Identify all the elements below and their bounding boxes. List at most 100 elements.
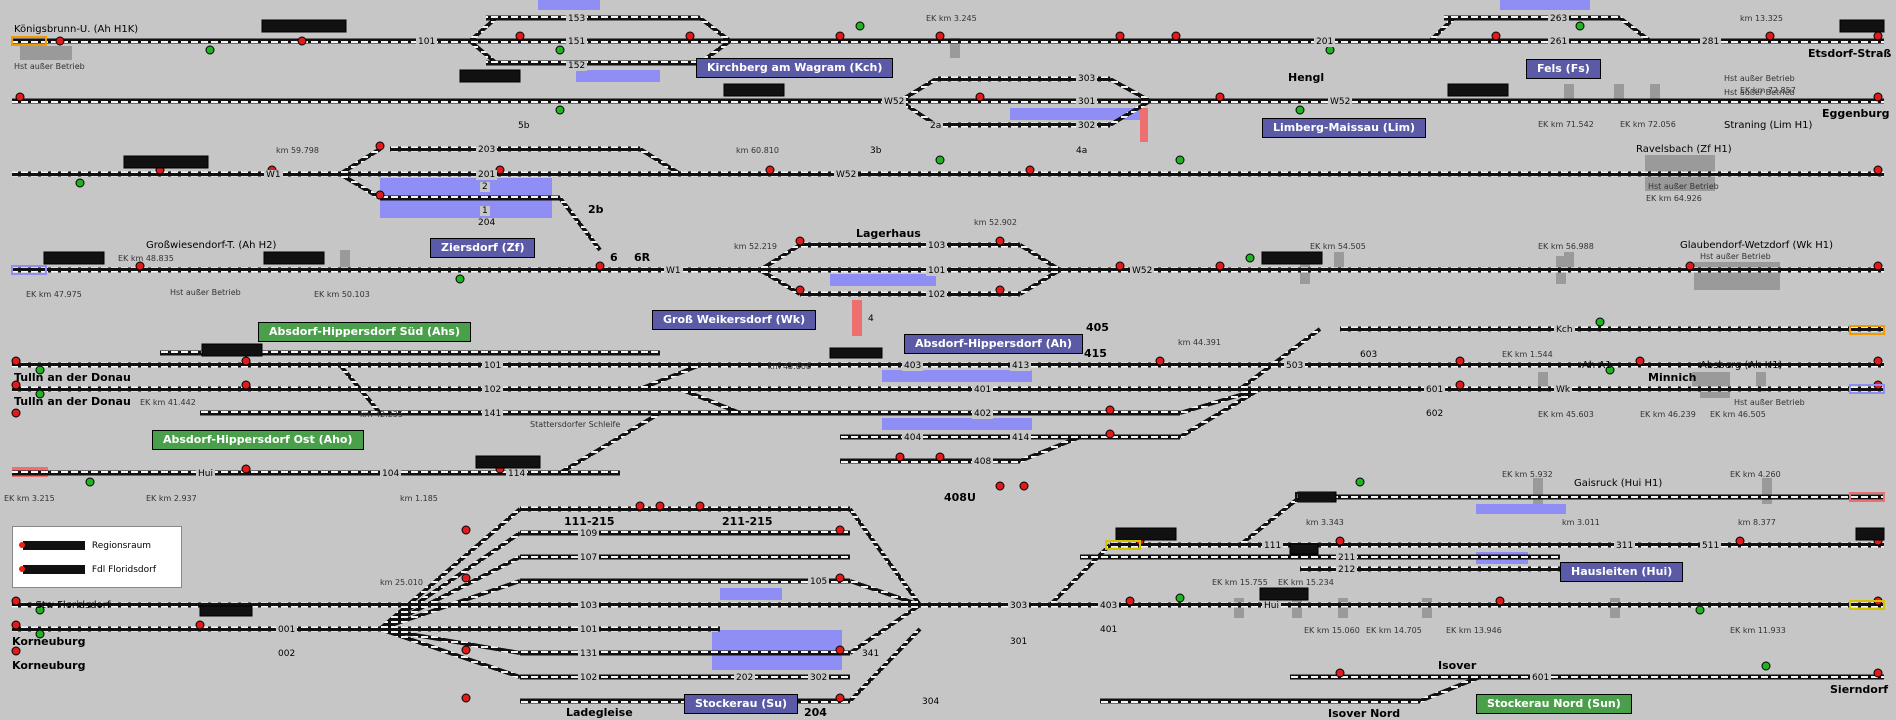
track-number[interactable]: 103 <box>578 601 600 611</box>
track-number[interactable]: 001 <box>276 625 298 635</box>
track-number[interactable]: 111-215 <box>564 515 615 528</box>
track-number[interactable]: 302 <box>1076 121 1098 131</box>
track-number[interactable]: 105 <box>808 577 830 587</box>
track-number[interactable]: 601 <box>1424 385 1446 395</box>
station-kirchberg[interactable]: Kirchberg am Wagram (Kch) <box>696 58 894 78</box>
station-absdorf-sued[interactable]: Absdorf-Hippersdorf Süd (Ahs) <box>258 322 471 342</box>
signal-label[interactable]: W52 <box>1130 266 1155 276</box>
track-number[interactable]: 415 <box>1084 347 1107 360</box>
track-number[interactable]: 6 <box>610 251 618 264</box>
track-number[interactable]: 153 <box>566 14 588 24</box>
track-number[interactable]: 601 <box>1530 673 1552 683</box>
track-number[interactable]: 4 <box>866 314 876 324</box>
track-number[interactable]: 311 <box>1614 541 1636 551</box>
track-number[interactable]: 101 <box>926 266 948 276</box>
track-number[interactable]: 2a <box>928 121 944 131</box>
track-number[interactable]: 401 <box>972 385 994 395</box>
station-stockerau[interactable]: Stockerau (Su) <box>684 694 799 714</box>
track-number[interactable]: 141 <box>482 409 504 419</box>
signal-label[interactable]: W1 <box>264 170 283 180</box>
track-number[interactable]: 408 <box>972 457 994 467</box>
track-number[interactable]: 131 <box>578 649 600 659</box>
track-number[interactable]: 281 <box>1700 37 1722 47</box>
track-number[interactable]: 302 <box>808 673 830 683</box>
track-number[interactable]: 405 <box>1086 321 1109 334</box>
track-number[interactable]: 211-215 <box>722 515 773 528</box>
track-number[interactable]: 301 <box>1008 637 1030 647</box>
signal-label[interactable]: Hui <box>196 469 215 479</box>
station-gross-weikersdorf[interactable]: Groß Weikersdorf (Wk) <box>652 310 817 330</box>
track-number[interactable]: 2 <box>480 182 490 192</box>
track-number[interactable]: 107 <box>578 553 600 563</box>
track-number[interactable]: 511 <box>1700 541 1722 551</box>
track-number[interactable]: 109 <box>578 529 600 539</box>
signal-label[interactable]: Wk <box>1554 385 1573 395</box>
track-number[interactable]: 414 <box>1010 433 1032 443</box>
track-number[interactable]: 212 <box>1336 565 1358 575</box>
place-label: Isover <box>1438 659 1477 672</box>
track-number[interactable]: 201 <box>476 170 498 180</box>
track-number[interactable]: 152 <box>566 61 588 71</box>
track-number[interactable]: 401 <box>1098 625 1120 635</box>
track-number[interactable]: 102 <box>482 385 504 395</box>
track-number[interactable]: 1 <box>480 206 490 216</box>
track-number[interactable]: 114 <box>506 469 528 479</box>
stw-floridsdorf-label[interactable]: < Stw Floridsdorf <box>24 600 111 611</box>
station-absdorf-hippersdorf[interactable]: Absdorf-Hippersdorf (Ah) <box>904 334 1083 354</box>
status-note: Hst außer Betrieb <box>1734 398 1805 407</box>
track-number[interactable]: 101 <box>482 361 504 371</box>
track-number[interactable]: 204 <box>476 218 498 228</box>
signal-label[interactable]: Kch <box>1554 325 1575 335</box>
track-number[interactable]: 111 <box>1262 541 1284 551</box>
track-number[interactable]: 102 <box>926 290 948 300</box>
track-number[interactable]: 204 <box>804 706 827 719</box>
station-fels[interactable]: Fels (Fs) <box>1526 59 1601 79</box>
track-number[interactable]: 2b <box>588 203 604 216</box>
track-number[interactable]: 4a <box>1074 146 1090 156</box>
track-number[interactable]: 602 <box>1424 409 1446 419</box>
station-hausleiten[interactable]: Hausleiten (Hui) <box>1560 562 1684 582</box>
station-limberg[interactable]: Limberg-Maissau (Lim) <box>1262 118 1427 138</box>
signal-label[interactable]: W52 <box>882 97 907 107</box>
track-number[interactable]: 104 <box>380 469 402 479</box>
track-number[interactable]: 102 <box>578 673 600 683</box>
signal-label[interactable]: W52 <box>834 170 859 180</box>
track-number[interactable]: 301 <box>1076 97 1098 107</box>
indicator-boxes <box>43 19 1885 617</box>
km-marker: EK km 71.542 <box>1538 120 1594 129</box>
track-number[interactable]: 402 <box>972 409 994 419</box>
track-number[interactable]: 203 <box>476 145 498 155</box>
track-number[interactable]: 408U <box>944 491 976 504</box>
track-number[interactable]: 201 <box>1314 37 1336 47</box>
legend-swatch-fdl <box>19 565 85 574</box>
signal-label[interactable]: Hui <box>1262 601 1281 611</box>
track-number[interactable]: 261 <box>1548 37 1570 47</box>
track-number[interactable]: 263 <box>1548 14 1570 24</box>
track-number[interactable]: 151 <box>566 37 588 47</box>
track-number[interactable]: 503 <box>1284 361 1306 371</box>
track-number[interactable]: 202 <box>734 673 756 683</box>
km-marker: EK km 14.705 <box>1366 626 1422 635</box>
track-number[interactable]: 303 <box>1008 601 1030 611</box>
signal-label[interactable]: W1 <box>664 266 683 276</box>
track-number[interactable]: 403 <box>1098 601 1120 611</box>
station-ziersdorf[interactable]: Ziersdorf (Zf) <box>430 238 536 258</box>
track-number[interactable]: 403 <box>902 361 924 371</box>
station-absdorf-ost[interactable]: Absdorf-Hippersdorf Ost (Aho) <box>152 430 364 450</box>
track-number[interactable]: 101 <box>416 37 438 47</box>
track-number[interactable]: 603 <box>1358 350 1380 360</box>
track-number[interactable]: 3b <box>868 146 884 156</box>
track-number[interactable]: 404 <box>902 433 924 443</box>
track-number[interactable]: 341 <box>860 649 882 659</box>
track-number[interactable]: 002 <box>276 649 298 659</box>
signal-label[interactable]: W52 <box>1328 97 1353 107</box>
track-number[interactable]: 413 <box>1010 361 1032 371</box>
track-number[interactable]: 101 <box>578 625 600 635</box>
track-number[interactable]: 6R <box>634 251 651 264</box>
station-stockerau-nord[interactable]: Stockerau Nord (Sun) <box>1476 694 1632 714</box>
track-number[interactable]: 304 <box>920 697 942 707</box>
track-number[interactable]: 211 <box>1336 553 1358 563</box>
track-number[interactable]: 5b <box>516 121 532 131</box>
track-number[interactable]: 103 <box>926 241 948 251</box>
track-number[interactable]: 303 <box>1076 74 1098 84</box>
